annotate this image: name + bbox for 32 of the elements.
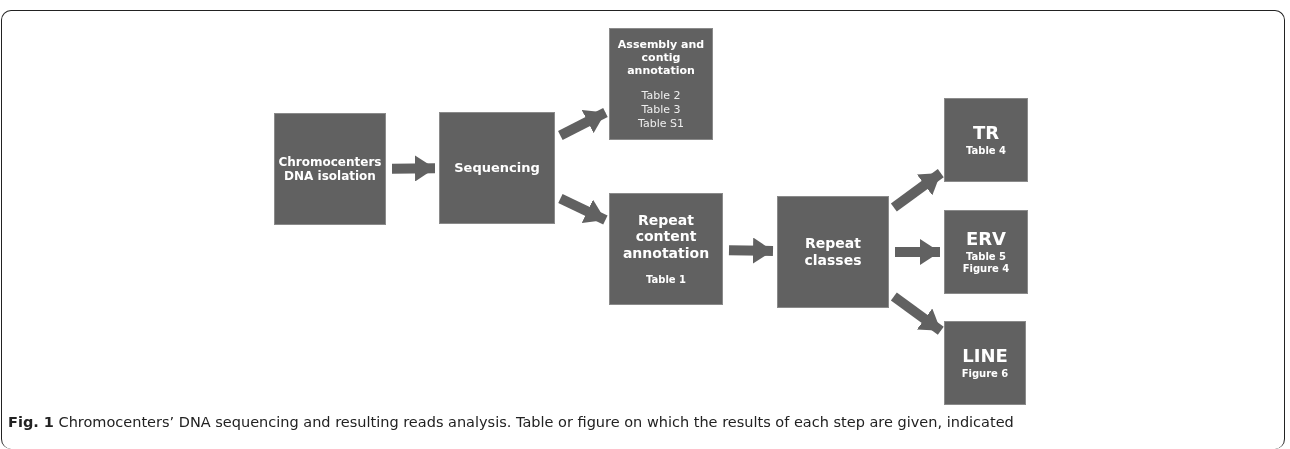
step-title: Repeat content annotation <box>621 211 711 262</box>
reference-label: Figure 4 <box>962 263 1010 276</box>
process-box <box>777 196 889 308</box>
step-title: Repeat classes <box>803 235 863 269</box>
reference-label: Table S1 <box>638 116 684 131</box>
reference-label: Table 2 <box>641 89 681 103</box>
reference-label: Table 1 <box>645 273 687 287</box>
process-box <box>944 210 1028 294</box>
block-arrow <box>890 169 944 212</box>
step-title: LINE <box>962 345 1008 368</box>
process-box <box>944 321 1026 405</box>
step-title: Chromocenters DNA isolation <box>278 154 382 184</box>
block-arrow <box>391 155 436 182</box>
block-arrow <box>890 292 944 335</box>
reference-label: Table 3 <box>641 102 681 117</box>
block-arrow <box>558 193 608 225</box>
block-arrow <box>728 237 774 264</box>
reference-label: Table 5 <box>965 250 1007 264</box>
step-title: TR <box>972 122 1000 145</box>
reference-label: Table 4 <box>965 145 1007 158</box>
block-arrow <box>558 108 608 140</box>
process-box <box>609 28 713 140</box>
block-arrow <box>895 239 940 265</box>
figure-caption: Fig. 1 Chromocenters’ DNA sequencing and resulting reads analysis. Table or figure on which the results of each step are given, indicated <box>8 414 1014 430</box>
process-box <box>439 112 555 224</box>
step-title: Sequencing <box>454 160 540 176</box>
step-title: ERV <box>965 228 1007 250</box>
process-box <box>944 98 1028 182</box>
reference-label: Figure 6 <box>961 368 1009 381</box>
process-box <box>274 113 386 225</box>
process-box <box>609 193 723 305</box>
step-title: Assembly and contig annotation <box>616 37 706 78</box>
